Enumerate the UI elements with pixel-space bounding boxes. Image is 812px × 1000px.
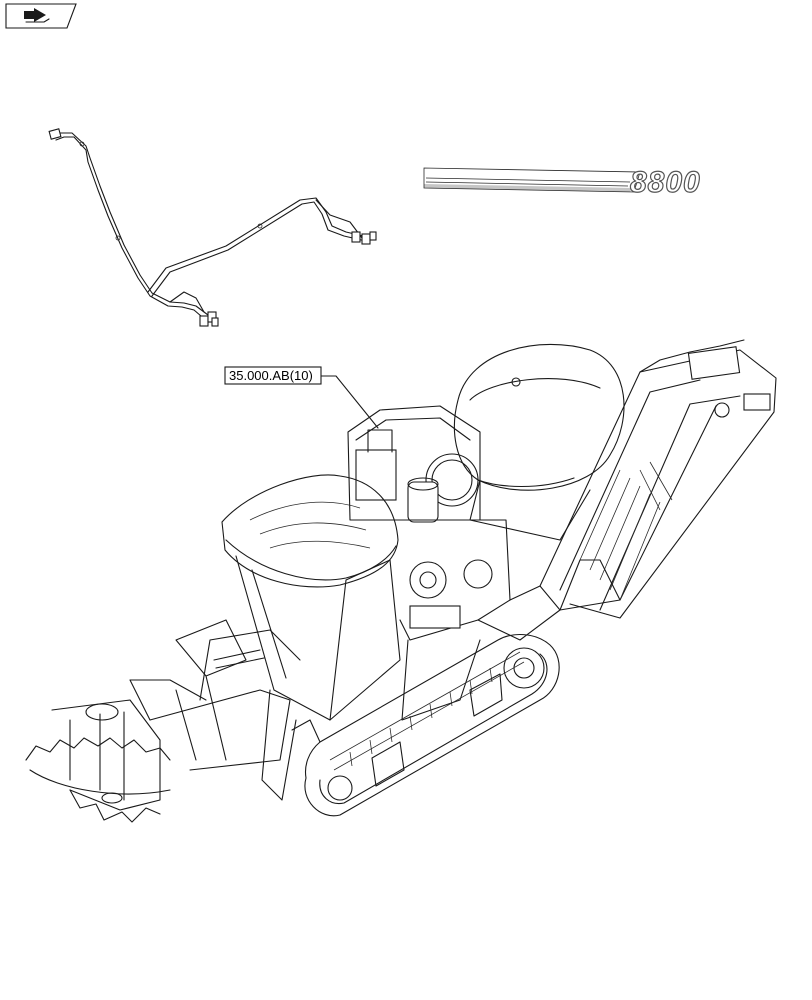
model-number-text: 8800 — [630, 166, 701, 199]
wiring-harness — [48, 128, 377, 327]
model-decal: 8800 — [423, 165, 701, 200]
next-page-arrow-icon — [24, 8, 50, 23]
callout-label: 35.000.AB(10) — [229, 368, 313, 383]
next-page-button[interactable] — [5, 3, 77, 29]
callout[interactable]: 35.000.AB(10) — [224, 366, 379, 429]
sugarcane-harvester — [25, 339, 777, 823]
